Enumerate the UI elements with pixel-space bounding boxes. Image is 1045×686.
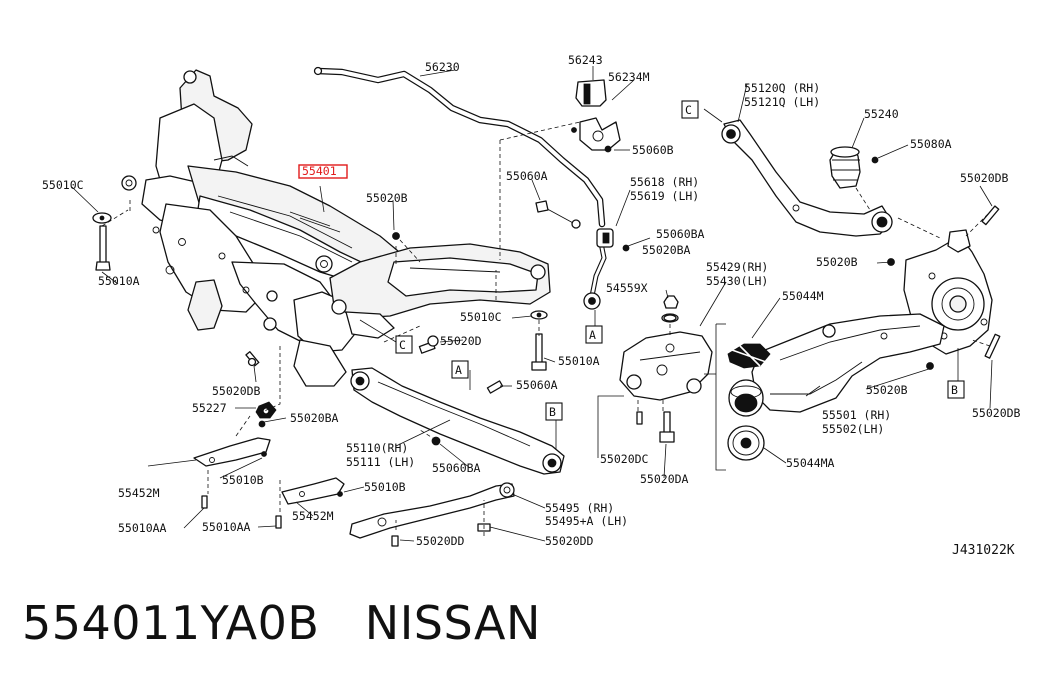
part-labels: 56230 56243 56234M 55060B 55120Q (RH) 55… [42, 53, 1021, 548]
label-55020ba-low: 55020BA [290, 411, 339, 425]
rear-suspension-member [121, 69, 551, 387]
callout-box-c-upper: C [681, 100, 699, 119]
label-55020d: 55020D [440, 334, 482, 348]
label-55020db-left: 55020DB [212, 384, 261, 398]
bound-bumper [829, 146, 879, 189]
part-number: 554011YA0B [22, 596, 320, 650]
spring-seat-lower [727, 425, 765, 461]
bracket-right [281, 477, 345, 505]
label-55060a-mid: 55060A [516, 378, 558, 392]
label-55020db-right: 55020DB [960, 171, 1009, 185]
label-56234m: 56234M [608, 70, 650, 84]
label-55060ba-low: 55060BA [432, 461, 481, 475]
label-55060a-top: 55060A [506, 169, 548, 183]
label-55111: 55111 (LH) [346, 455, 415, 469]
stabilizer-bushing [575, 79, 607, 107]
label-55020ba-mid: 55020BA [642, 243, 691, 257]
callout-box-c-lower: C [395, 335, 413, 354]
leader-lines [71, 66, 993, 542]
callout-box-a-lower: A [451, 360, 469, 379]
label-55020b-right: 55020B [816, 255, 858, 269]
label-55121q: 55121Q (LH) [744, 95, 820, 109]
label-55010c-mid: 55010C [460, 310, 502, 324]
svg-text:C: C [399, 338, 406, 352]
stabilizer-bar [313, 66, 606, 228]
label-55010aa-1: 55010AA [118, 521, 167, 535]
lower-link-bracket [619, 295, 713, 401]
label-55495-lh: 55495+A (LH) [545, 514, 628, 528]
stabilizer-connecting-rod [535, 200, 630, 310]
label-55110: 55110(RH) [346, 441, 408, 455]
label-55430: 55430(LH) [706, 274, 768, 288]
label-55044m: 55044M [782, 289, 824, 303]
label-55401: 55401 [302, 164, 337, 178]
bracket-left [193, 437, 271, 467]
callout-box-b-lower: B [545, 402, 563, 421]
label-55010aa-2: 55010AA [202, 520, 251, 534]
rubber-seat [728, 379, 764, 417]
upper-link [721, 119, 893, 237]
svg-text:A: A [589, 328, 596, 342]
label-55452m-right: 55452M [292, 509, 334, 523]
label-55020dd-1: 55020DD [416, 534, 465, 548]
brand-name: NISSAN [364, 596, 541, 650]
label-55010b-right: 55010B [364, 480, 406, 494]
label-55501: 55501 (RH) [822, 408, 891, 422]
label-55010b-left: 55010B [222, 473, 264, 487]
label-55044ma: 55044MA [786, 456, 835, 470]
label-55010c-top: 55010C [42, 178, 84, 192]
label-55619: 55619 (LH) [630, 189, 699, 203]
fasteners [92, 205, 1001, 547]
part-caption: 554011YA0B NISSAN [22, 596, 541, 650]
label-55020b-right2: 55020B [866, 383, 908, 397]
svg-text:B: B [951, 383, 958, 397]
label-55020dd-2: 55020DD [545, 534, 594, 548]
stabilizer-clamp [571, 117, 621, 153]
svg-text:B: B [549, 405, 556, 419]
label-56243: 56243 [568, 53, 603, 67]
label-54559x: 54559X [606, 281, 648, 295]
label-56230: 56230 [425, 60, 460, 74]
callout-box-b-right: B [947, 380, 965, 399]
label-55010a-mid: 55010A [558, 354, 600, 368]
lower-rear-arm [751, 313, 945, 413]
label-55010a-left: 55010A [98, 274, 140, 288]
label-55060b: 55060B [632, 143, 674, 157]
label-55020b-top: 55020B [366, 191, 408, 205]
label-55020dc: 55020DC [600, 452, 649, 466]
label-55060ba-top: 55060BA [656, 227, 705, 241]
label-55020db-right2: 55020DB [972, 406, 1021, 420]
diagram-code: J431022K [952, 543, 1015, 558]
label-55495-rh: 55495 (RH) [545, 501, 614, 515]
label-55080a: 55080A [910, 137, 952, 151]
spring-seat-upper [727, 343, 771, 369]
callout-box-a-upper: A [585, 325, 603, 344]
label-55020da: 55020DA [640, 472, 689, 486]
label-55618: 55618 (RH) [630, 175, 699, 189]
label-55429: 55429(RH) [706, 260, 768, 274]
label-55452m-left: 55452M [118, 486, 160, 500]
label-55240: 55240 [864, 107, 899, 121]
lower-link [350, 367, 565, 475]
svg-text:C: C [685, 103, 692, 117]
label-55227: 55227 [192, 401, 227, 415]
svg-text:A: A [455, 363, 462, 377]
highlighted-part-box [298, 164, 348, 179]
label-55502: 55502(LH) [822, 422, 884, 436]
radius-rod [349, 482, 515, 539]
label-55120q: 55120Q (RH) [744, 81, 820, 95]
assembly-guides [101, 121, 991, 536]
